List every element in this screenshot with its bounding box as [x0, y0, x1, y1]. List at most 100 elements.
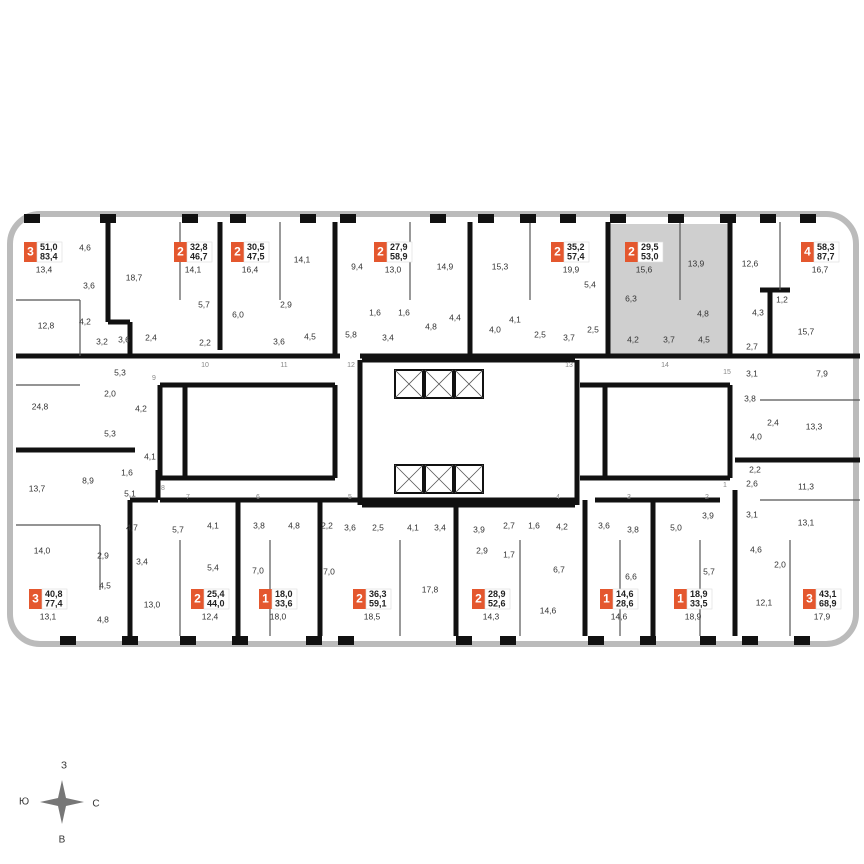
room-area: 6,7	[553, 564, 565, 574]
room-area: 2,9	[97, 550, 109, 560]
window-pier	[232, 636, 248, 645]
window-pier	[122, 636, 138, 645]
room-area: 3,6	[83, 280, 95, 290]
total-area: 83,4	[40, 251, 58, 261]
total-area: 47,5	[247, 251, 265, 261]
room-area: 5,7	[703, 566, 715, 576]
room-area: 15,6	[636, 264, 653, 274]
room-area: 14,1	[185, 264, 202, 274]
room-area: 2,2	[321, 520, 333, 530]
room-area: 2,7	[746, 341, 758, 351]
compass-north: З	[61, 761, 67, 772]
entrance-number: 9	[152, 375, 156, 382]
room-area: 2,9	[280, 299, 292, 309]
room-area: 3,8	[744, 393, 756, 403]
room-area: 5,0	[670, 522, 682, 532]
room-area: 4,2	[627, 334, 639, 344]
window-pier	[456, 636, 472, 645]
total-area: 33,6	[275, 598, 293, 608]
total-area: 28,6	[616, 598, 634, 608]
room-area: 3,2	[96, 336, 108, 346]
room-area: 12,1	[756, 597, 773, 607]
room-count: 2	[356, 592, 363, 606]
window-pier	[306, 636, 322, 645]
room-area: 2,5	[372, 522, 384, 532]
room-area: 7,9	[816, 368, 828, 378]
total-area: 46,7	[190, 251, 208, 261]
room-count: 4	[804, 245, 811, 259]
walls	[7, 211, 860, 647]
room-area: 2,2	[749, 464, 761, 474]
room-area: 6,3	[625, 293, 637, 303]
room-area: 4,3	[752, 307, 764, 317]
room-area: 4,0	[750, 431, 762, 441]
room-area: 13,0	[144, 599, 161, 609]
total-area: 77,4	[45, 598, 63, 608]
room-count: 3	[32, 592, 39, 606]
window-pier	[720, 214, 736, 223]
elevator-shaft	[394, 464, 424, 494]
room-area: 4,0	[489, 324, 501, 334]
room-area: 5,1	[124, 488, 136, 498]
room-area: 3,6	[598, 520, 610, 530]
room-area: 4,7	[126, 522, 138, 532]
room-area: 13,1	[798, 517, 815, 527]
entrance-number: 5	[348, 494, 352, 501]
compass: З Ю С В	[19, 761, 100, 846]
room-area: 13,3	[806, 421, 823, 431]
room-area: 3,1	[746, 509, 758, 519]
room-area: 14,9	[437, 261, 454, 271]
room-area: 3,4	[136, 556, 148, 566]
room-area: 5,7	[172, 524, 184, 534]
room-area: 4,5	[304, 331, 316, 341]
room-area: 4,1	[509, 314, 521, 324]
room-area: 3,8	[253, 520, 265, 530]
window-pier	[338, 636, 354, 645]
room-area: 5,4	[207, 562, 219, 572]
room-area: 12,4	[202, 611, 219, 621]
compass-south: В	[59, 835, 66, 846]
room-count-box	[374, 242, 387, 262]
compass-icon	[40, 780, 84, 824]
room-area: 11,3	[798, 481, 814, 491]
room-count: 1	[262, 592, 269, 606]
room-area: 1,2	[776, 294, 788, 304]
room-area: 2,5	[587, 324, 599, 334]
elevator-shaft	[394, 369, 424, 399]
room-count-box	[174, 242, 187, 262]
window-pier	[500, 636, 516, 645]
room-area: 12,6	[742, 258, 759, 268]
room-area: 3,4	[434, 522, 446, 532]
room-area: 18,9	[685, 611, 702, 621]
room-area: 14,6	[611, 611, 628, 621]
room-area: 4,4	[449, 312, 461, 322]
room-count-box	[600, 589, 613, 609]
room-area: 15,3	[492, 261, 509, 271]
room-area: 13,7	[29, 483, 46, 493]
room-count-box	[551, 242, 564, 262]
window-pier	[230, 214, 246, 223]
room-area: 3,9	[473, 524, 485, 534]
total-area: 57,4	[567, 251, 585, 261]
room-area: 18,7	[126, 272, 143, 282]
room-area: 3,6	[344, 522, 356, 532]
room-count: 2	[554, 245, 561, 259]
total-area: 44,0	[207, 598, 225, 608]
